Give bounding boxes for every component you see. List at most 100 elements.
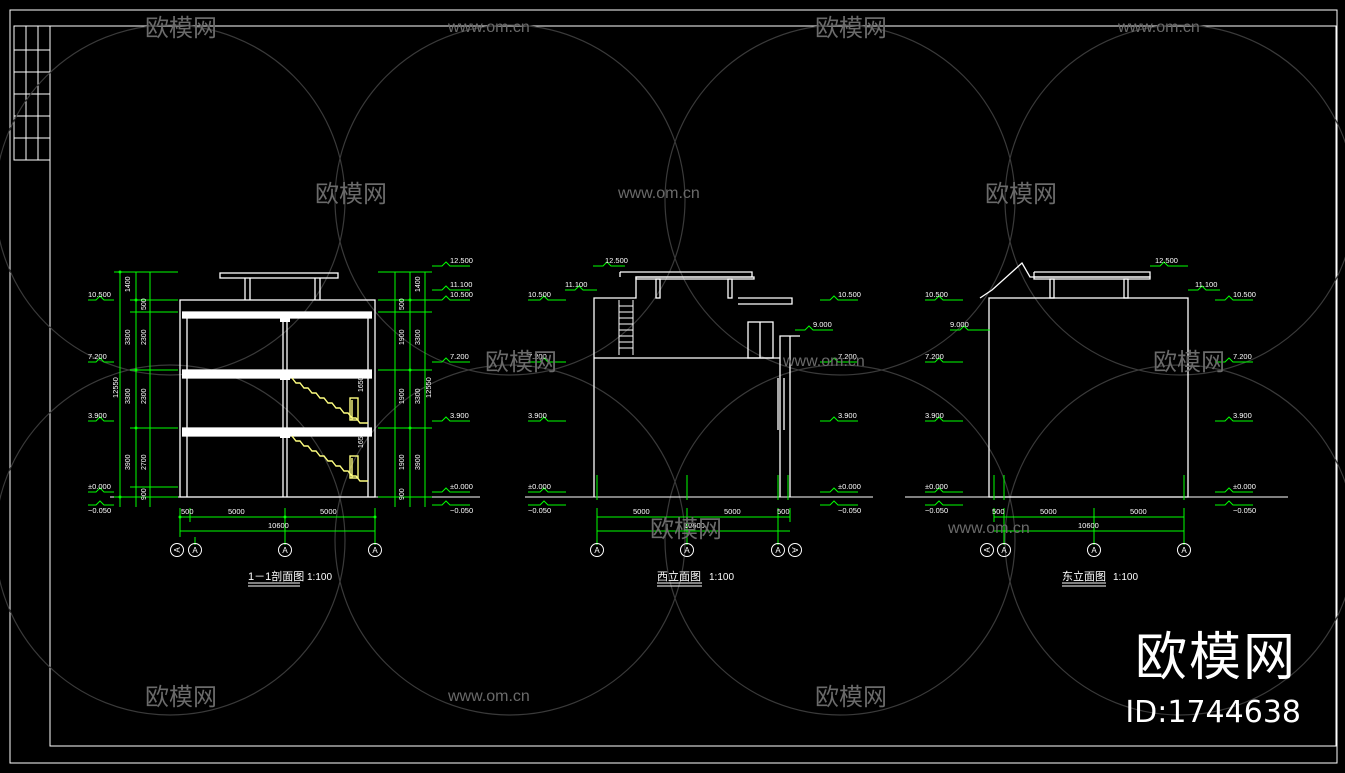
section-elev-right-4: 3.900	[450, 411, 469, 420]
svg-text:1900: 1900	[399, 329, 406, 345]
west-elev-right-2: 7.200	[838, 352, 857, 361]
svg-text:2700: 2700	[141, 454, 148, 470]
east-elev-right-6: −0.050	[1233, 506, 1256, 515]
section-elev-right-5: ±0.000	[450, 482, 473, 491]
section-elev-right-6: −0.050	[450, 506, 473, 515]
west-total-width: 10600	[684, 521, 705, 530]
section-axis-0: A	[192, 546, 198, 555]
east-axis-2: A	[1181, 546, 1187, 555]
svg-text:900: 900	[399, 488, 406, 500]
east-elev-right-1: 11.100	[1195, 280, 1217, 289]
west-elev-left-0: 12.500	[605, 256, 628, 265]
watermark-url-6: www.om.cn	[447, 688, 530, 705]
section-drawing: 3300 3300 3900 2300 2300 2700 1400 500 1…	[88, 256, 480, 587]
svg-text:A: A	[983, 547, 992, 553]
east-dim-bottom-1: 5000	[1040, 507, 1057, 516]
section-elev-left-4: −0.050	[88, 506, 111, 515]
west-scale: 1:100	[709, 572, 734, 583]
section-axis-1: A	[282, 546, 288, 555]
watermark-arcs	[0, 24, 1345, 716]
svg-text:500: 500	[141, 298, 148, 310]
west-elev-left-5: ±0.000	[528, 482, 551, 491]
watermark-brand-1: 欧模网	[145, 14, 217, 42]
svg-text:A: A	[173, 547, 182, 553]
east-elev-right-3: 7.200	[1233, 352, 1252, 361]
section-dim-bottom-0: 500	[181, 507, 194, 516]
svg-text:3300: 3300	[125, 329, 132, 345]
west-title: 西立面图	[657, 569, 701, 583]
section-scale: 1:100	[307, 572, 332, 583]
west-axis-2: A	[775, 546, 781, 555]
west-elev-right-4: ±0.000	[838, 482, 861, 491]
east-dim-bottom-0: 500	[992, 507, 1005, 516]
watermark-brand-5: 欧模网	[485, 348, 557, 376]
watermark-brand-4: 欧模网	[985, 180, 1057, 208]
west-axis-1: A	[684, 546, 690, 555]
watermark-brand-large: 欧模网	[1134, 628, 1297, 688]
watermark-url-3: www.om.cn	[617, 185, 700, 202]
watermark-brand-9: 欧模网	[815, 683, 887, 711]
section-elev-left-1: 7.200	[88, 352, 107, 361]
east-title: 东立面图	[1062, 569, 1106, 583]
svg-text:3900: 3900	[415, 454, 422, 470]
svg-text:500: 500	[399, 298, 406, 310]
section-elev-left-2: 3.900	[88, 411, 107, 420]
east-elev-left-4: ±0.000	[925, 482, 948, 491]
east-elev-right-0: 12.500	[1155, 256, 1178, 265]
section-elev-right-0: 12.500	[450, 256, 473, 265]
east-dim-bottom-2: 5000	[1130, 507, 1147, 516]
watermark-brand-2: 欧模网	[815, 14, 887, 42]
watermark-url-4: www.om.cn	[782, 353, 865, 370]
section-dim-bottom-1: 5000	[228, 507, 245, 516]
svg-text:1400: 1400	[125, 276, 132, 292]
east-elev-left-5: −0.050	[925, 506, 948, 515]
svg-text:1900: 1900	[399, 388, 406, 404]
watermark-tiles: 欧模网 www.om.cn 欧模网 www.om.cn 欧模网 www.om.c…	[145, 14, 1225, 711]
svg-text:3300: 3300	[415, 388, 422, 404]
svg-text:1650: 1650	[358, 376, 365, 392]
watermark-url-1: www.om.cn	[447, 19, 530, 36]
west-elev-right-3: 3.900	[838, 411, 857, 420]
east-elevation-drawing: 10.500 9.000 7.200 3.900 ±0.000 −0.050 1…	[905, 256, 1288, 587]
section-axis-2: A	[372, 546, 378, 555]
svg-text:1650: 1650	[358, 432, 365, 448]
section-title: 1－1剖面图	[248, 569, 304, 583]
watermark-brand-6: 欧模网	[1153, 348, 1225, 376]
section-total-height-right: 12550	[424, 377, 433, 398]
section-total-height: 12550	[111, 377, 120, 398]
west-elev-left-2: 10.500	[528, 290, 551, 299]
east-scale: 1:100	[1113, 572, 1138, 583]
watermark-url-2: www.om.cn	[1117, 19, 1200, 36]
svg-text:900: 900	[141, 488, 148, 500]
east-elev-right-5: ±0.000	[1233, 482, 1256, 491]
east-elev-left-0: 10.500	[925, 290, 948, 299]
west-elevation-drawing: 12.500 11.100 10.500 7.200 3.900 ±0.000 …	[525, 256, 873, 587]
east-total-width: 10600	[1078, 521, 1099, 530]
west-elev-left-1: 11.100	[565, 280, 587, 289]
section-elev-left-3: ±0.000	[88, 482, 111, 491]
west-elev-right-5: −0.050	[838, 506, 861, 515]
watermark-url-5: www.om.cn	[947, 520, 1030, 537]
west-dim-bottom-0: 5000	[633, 507, 650, 516]
svg-text:1900: 1900	[399, 454, 406, 470]
svg-text:3900: 3900	[125, 454, 132, 470]
svg-text:1400: 1400	[415, 276, 422, 292]
watermark-id: ID:1744638	[1125, 695, 1301, 730]
east-elev-left-3: 3.900	[925, 411, 944, 420]
watermark-brand-8: 欧模网	[145, 683, 217, 711]
section-elev-right-2: 10.500	[450, 290, 473, 299]
west-dim-bottom-1: 5000	[724, 507, 741, 516]
east-elev-right-2: 10.500	[1233, 290, 1256, 299]
section-total-width: 10600	[268, 521, 289, 530]
svg-text:A: A	[790, 547, 799, 553]
section-elev-right-1: 11.100	[450, 280, 472, 289]
west-elev-right-1: 9.000	[813, 320, 832, 329]
west-elev-right-0: 10.500	[838, 290, 861, 299]
west-elev-left-3: 7.200	[528, 352, 547, 361]
svg-text:2300: 2300	[141, 329, 148, 345]
svg-text:3300: 3300	[125, 388, 132, 404]
east-axis-0: A	[1001, 546, 1007, 555]
section-elev-right-3: 7.200	[450, 352, 469, 361]
section-dim-bottom-2: 5000	[320, 507, 337, 516]
